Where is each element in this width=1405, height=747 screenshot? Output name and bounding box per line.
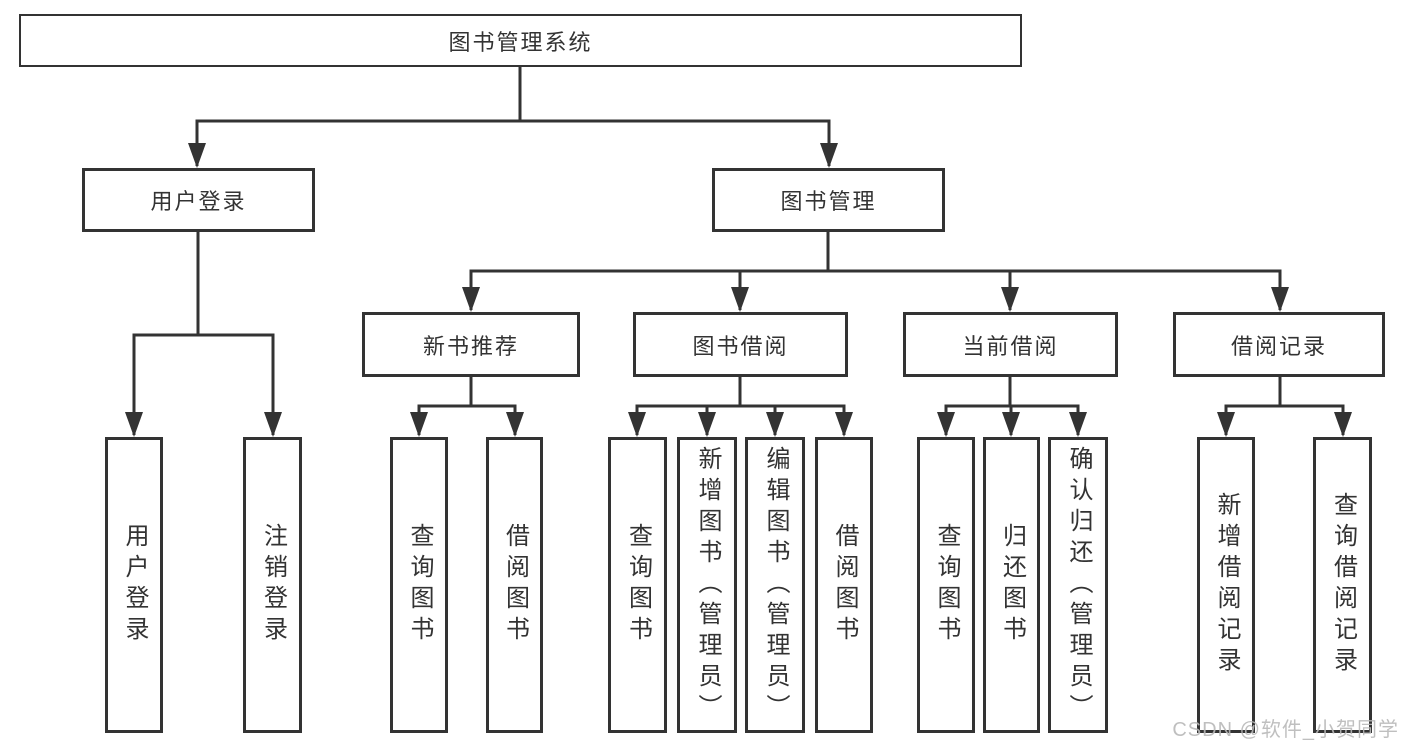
leaf-logout: 注销登录 — [243, 437, 302, 733]
arrow-down-icon — [125, 412, 143, 437]
node-new-book-recommend-label: 新书推荐 — [422, 333, 519, 359]
leaf-nb-borrow-books: 借阅图书 — [486, 437, 543, 733]
node-new-book-recommend: 新书推荐 — [362, 312, 580, 377]
arrow-down-icon — [937, 412, 955, 437]
node-root-label: 图书管理系统 — [448, 29, 593, 55]
leaf-nb-borrow-books-label: 借阅图书 — [501, 523, 529, 647]
node-book-borrowing: 图书借阅 — [633, 312, 848, 377]
leaf-br-add-record: 新增借阅记录 — [1197, 437, 1255, 733]
leaf-user-login: 用户登录 — [105, 437, 163, 733]
arrow-down-icon — [264, 412, 282, 437]
leaf-cb-return-books: 归还图书 — [983, 437, 1040, 733]
arrow-down-icon — [1001, 287, 1019, 312]
leaf-cb-query-books: 查询图书 — [917, 437, 975, 733]
leaf-bb-query-books-label: 查询图书 — [624, 523, 652, 647]
leaf-user-login-label: 用户登录 — [121, 523, 148, 647]
leaf-br-query-record: 查询借阅记录 — [1313, 437, 1372, 733]
leaf-cb-query-books-label: 查询图书 — [933, 523, 960, 647]
arrow-down-icon — [410, 412, 428, 437]
arrow-down-icon — [628, 412, 646, 437]
arrow-down-icon — [188, 143, 206, 168]
leaf-cb-confirm-return-admin: 确认归还（管理员） — [1048, 437, 1108, 733]
watermark: CSDN @软件_小贺同学 — [1172, 719, 1399, 741]
connector-arrowheads — [125, 143, 1352, 437]
node-book-borrowing-label: 图书借阅 — [692, 333, 789, 359]
connector-lines — [132, 67, 1345, 435]
leaf-bb-add-books-admin-label: 新增图书（管理员） — [694, 445, 721, 725]
arrow-down-icon — [1069, 412, 1087, 437]
leaf-nb-query-books: 查询图书 — [390, 437, 448, 733]
leaf-logout-label: 注销登录 — [259, 523, 287, 647]
node-user-login-label: 用户登录 — [150, 189, 247, 214]
arrow-down-icon — [1002, 412, 1020, 437]
arrow-down-icon — [820, 143, 838, 168]
node-current-borrowing-label: 当前借阅 — [962, 333, 1059, 359]
arrow-down-icon — [766, 412, 784, 437]
arrow-down-icon — [1271, 287, 1289, 312]
node-user-login: 用户登录 — [82, 168, 315, 232]
leaf-br-add-record-label: 新增借阅记录 — [1213, 492, 1240, 678]
node-borrowing-records: 借阅记录 — [1173, 312, 1385, 377]
arrow-down-icon — [1217, 412, 1235, 437]
arrow-down-icon — [506, 412, 524, 437]
leaf-cb-return-books-label: 归还图书 — [998, 523, 1026, 647]
node-borrowing-records-label: 借阅记录 — [1230, 333, 1327, 359]
leaf-bb-borrow-books: 借阅图书 — [815, 437, 873, 733]
node-book-management: 图书管理 — [712, 168, 945, 232]
arrow-down-icon — [462, 287, 480, 312]
leaf-br-query-record-label: 查询借阅记录 — [1329, 492, 1357, 678]
leaf-bb-edit-books-admin-label: 编辑图书（管理员） — [762, 445, 789, 725]
leaf-cb-confirm-return-admin-label: 确认归还（管理员） — [1065, 445, 1092, 725]
arrow-down-icon — [835, 412, 853, 437]
leaf-nb-query-books-label: 查询图书 — [406, 523, 433, 647]
leaf-bb-add-books-admin: 新增图书（管理员） — [677, 437, 737, 733]
arrow-down-icon — [731, 287, 749, 312]
node-current-borrowing: 当前借阅 — [903, 312, 1118, 377]
leaf-bb-query-books: 查询图书 — [608, 437, 667, 733]
arrow-down-icon — [698, 412, 716, 437]
leaf-bb-borrow-books-label: 借阅图书 — [831, 523, 858, 647]
node-root: 图书管理系统 — [19, 14, 1022, 67]
arrow-down-icon — [1334, 412, 1352, 437]
leaf-bb-edit-books-admin: 编辑图书（管理员） — [745, 437, 805, 733]
node-book-management-label: 图书管理 — [780, 189, 877, 214]
